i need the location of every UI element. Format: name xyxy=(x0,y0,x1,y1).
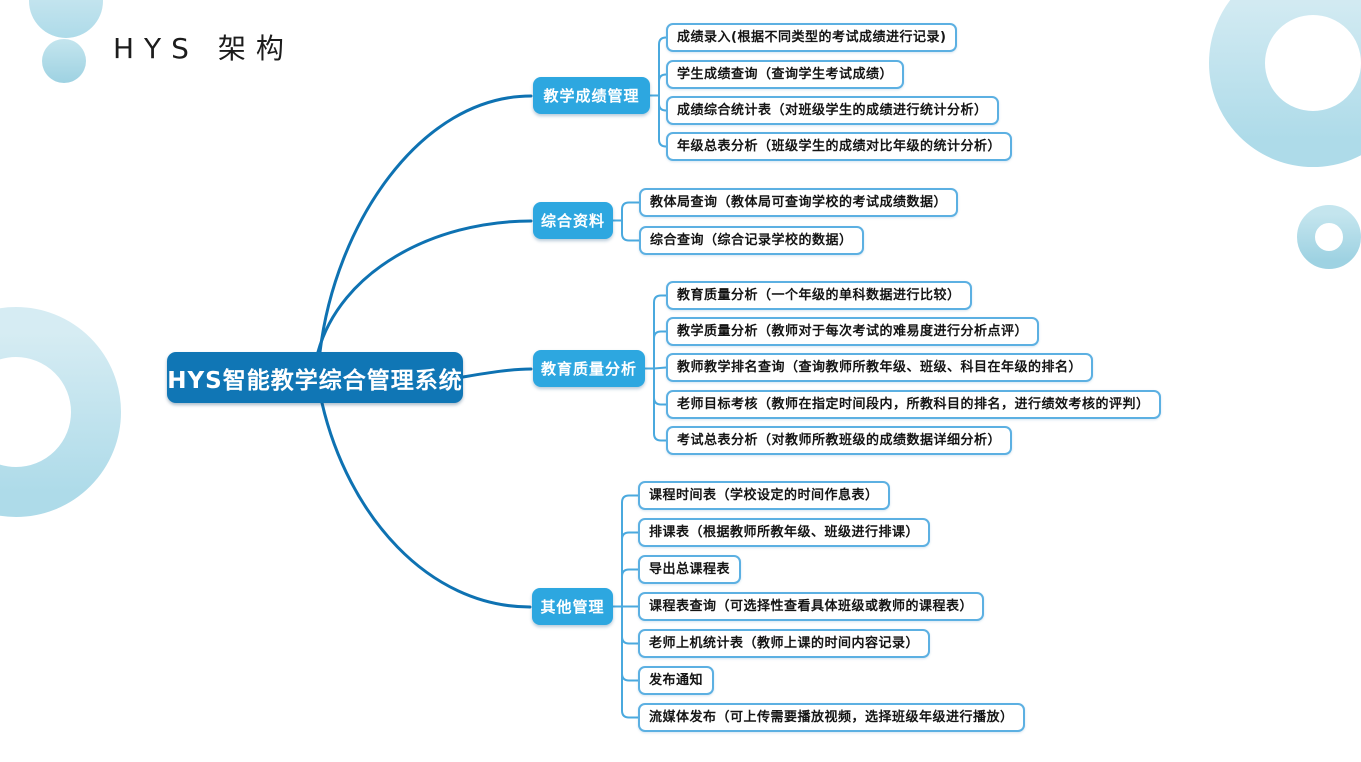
decor-circle-top-left-2 xyxy=(42,39,86,83)
child-connector-line xyxy=(621,531,639,608)
child-node: 老师上机统计表（教师上课的时间内容记录） xyxy=(638,629,931,658)
child-connector-line xyxy=(653,294,667,370)
child-node: 排课表（根据教师所教年级、班级进行排课） xyxy=(638,518,931,547)
child-connector-line xyxy=(621,201,640,222)
child-connector-line xyxy=(653,367,667,442)
branch-node-0: 教学成绩管理 xyxy=(533,77,650,114)
child-connector-line xyxy=(658,94,667,148)
child-connector-line xyxy=(621,568,639,608)
branch-node-2: 教育质量分析 xyxy=(533,350,645,387)
child-node: 教师教学排名查询（查询教师所教年级、班级、科目在年级的排名） xyxy=(666,353,1094,382)
child-node: 老师目标考核（教师在指定时间段内，所教科目的排名，进行绩效考核的评判） xyxy=(666,390,1161,419)
branch-connector-line xyxy=(461,367,533,379)
child-node: 成绩录入(根据不同类型的考试成绩进行记录) xyxy=(666,23,958,52)
child-node: 课程时间表（学校设定的时间作息表） xyxy=(638,481,890,510)
child-node: 教体局查询（教体局可查询学校的考试成绩数据） xyxy=(639,188,959,217)
decor-ring-bottom-left xyxy=(0,307,121,517)
slide-title: HYS 架构 xyxy=(113,32,294,65)
branch-connector-line xyxy=(320,401,532,609)
root-node: HYS智能教学综合管理系统 xyxy=(167,352,463,403)
branch-connector-line xyxy=(318,94,533,354)
child-connector-line xyxy=(653,366,667,370)
branch-node-1: 综合资料 xyxy=(533,202,613,239)
child-connector-line xyxy=(658,36,667,97)
child-node: 成绩综合统计表（对班级学生的成绩进行统计分析） xyxy=(666,96,999,125)
child-node: 学生成绩查询（查询学生考试成绩） xyxy=(666,60,905,89)
child-node: 课程表查询（可选择性查看具体班级或教师的课程表） xyxy=(638,592,985,621)
child-node: 综合查询（综合记录学校的数据） xyxy=(639,226,864,255)
child-node: 流媒体发布（可上传需要播放视频，选择班级年级进行播放） xyxy=(638,703,1025,732)
branch-connector-line xyxy=(316,219,533,354)
decor-ring-top-right-small xyxy=(1297,205,1361,269)
child-node: 教学质量分析（教师对于每次考试的难易度进行分析点评） xyxy=(666,317,1040,346)
decor-ring-top-right-large xyxy=(1209,0,1361,167)
child-node: 教育质量分析（一个年级的单科数据进行比较） xyxy=(666,281,972,310)
child-node: 导出总课程表 xyxy=(638,555,742,584)
child-connector-line xyxy=(653,330,667,370)
child-node: 考试总表分析（对教师所教班级的成绩数据详细分析） xyxy=(666,426,1013,455)
child-node: 发布通知 xyxy=(638,666,715,695)
branch-node-3: 其他管理 xyxy=(532,588,613,625)
child-node: 年级总表分析（班级学生的成绩对比年级的统计分析） xyxy=(666,132,1013,161)
child-connector-line xyxy=(621,605,639,719)
child-connector-line xyxy=(658,73,667,97)
child-connector-line xyxy=(621,494,639,608)
decor-circle-top-left-1 xyxy=(29,0,103,38)
child-connector-line xyxy=(621,219,640,242)
